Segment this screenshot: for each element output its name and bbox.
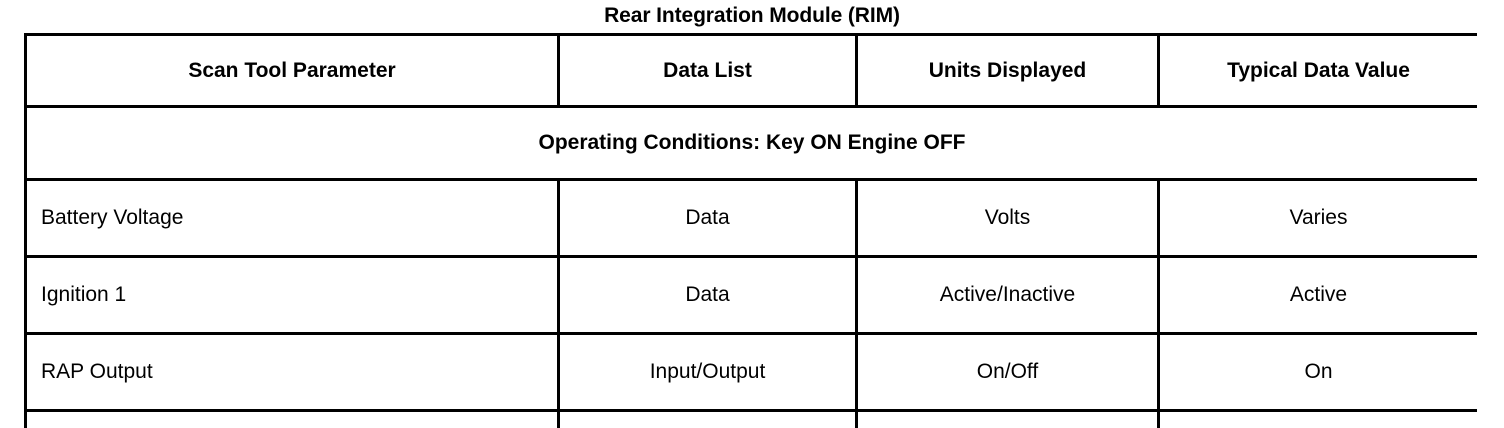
column-header-units-displayed: Units Displayed: [855, 33, 1160, 108]
cell-parameter: Battery Voltage: [24, 178, 560, 258]
column-header-data-list: Data List: [557, 33, 858, 108]
cell-parameter: [24, 409, 560, 428]
table-header-row: Scan Tool Parameter Data List Units Disp…: [24, 33, 1477, 108]
table-container: Scan Tool Parameter Data List Units Disp…: [24, 33, 1477, 428]
column-header-typical-data-value: Typical Data Value: [1157, 33, 1477, 108]
cell-data-list: Input/Output: [557, 332, 858, 412]
table-row-truncated: [24, 409, 1477, 428]
scan-tool-parameter-table: Scan Tool Parameter Data List Units Disp…: [24, 33, 1477, 428]
cell-typical-value: Varies: [1157, 178, 1477, 258]
table-row: Battery Voltage Data Volts Varies: [24, 178, 1477, 258]
cell-typical-value: Active: [1157, 255, 1477, 335]
column-header-scan-tool-parameter: Scan Tool Parameter: [24, 33, 560, 108]
cell-parameter: RAP Output: [24, 332, 560, 412]
cell-units: [855, 409, 1160, 428]
cell-units: Volts: [855, 178, 1160, 258]
cell-units: On/Off: [855, 332, 1160, 412]
section-header-operating-conditions: Operating Conditions: Key ON Engine OFF: [24, 105, 1477, 181]
table-row: Ignition 1 Data Active/Inactive Active: [24, 255, 1477, 335]
cell-parameter: Ignition 1: [24, 255, 560, 335]
table-row: RAP Output Input/Output On/Off On: [24, 332, 1477, 412]
cell-data-list: [557, 409, 858, 428]
cell-units: Active/Inactive: [855, 255, 1160, 335]
cell-data-list: Data: [557, 178, 858, 258]
table-section-row: Operating Conditions: Key ON Engine OFF: [24, 105, 1477, 181]
page-title: Rear Integration Module (RIM): [604, 4, 900, 27]
cell-data-list: Data: [557, 255, 858, 335]
cell-typical-value: [1157, 409, 1477, 428]
cell-typical-value: On: [1157, 332, 1477, 412]
